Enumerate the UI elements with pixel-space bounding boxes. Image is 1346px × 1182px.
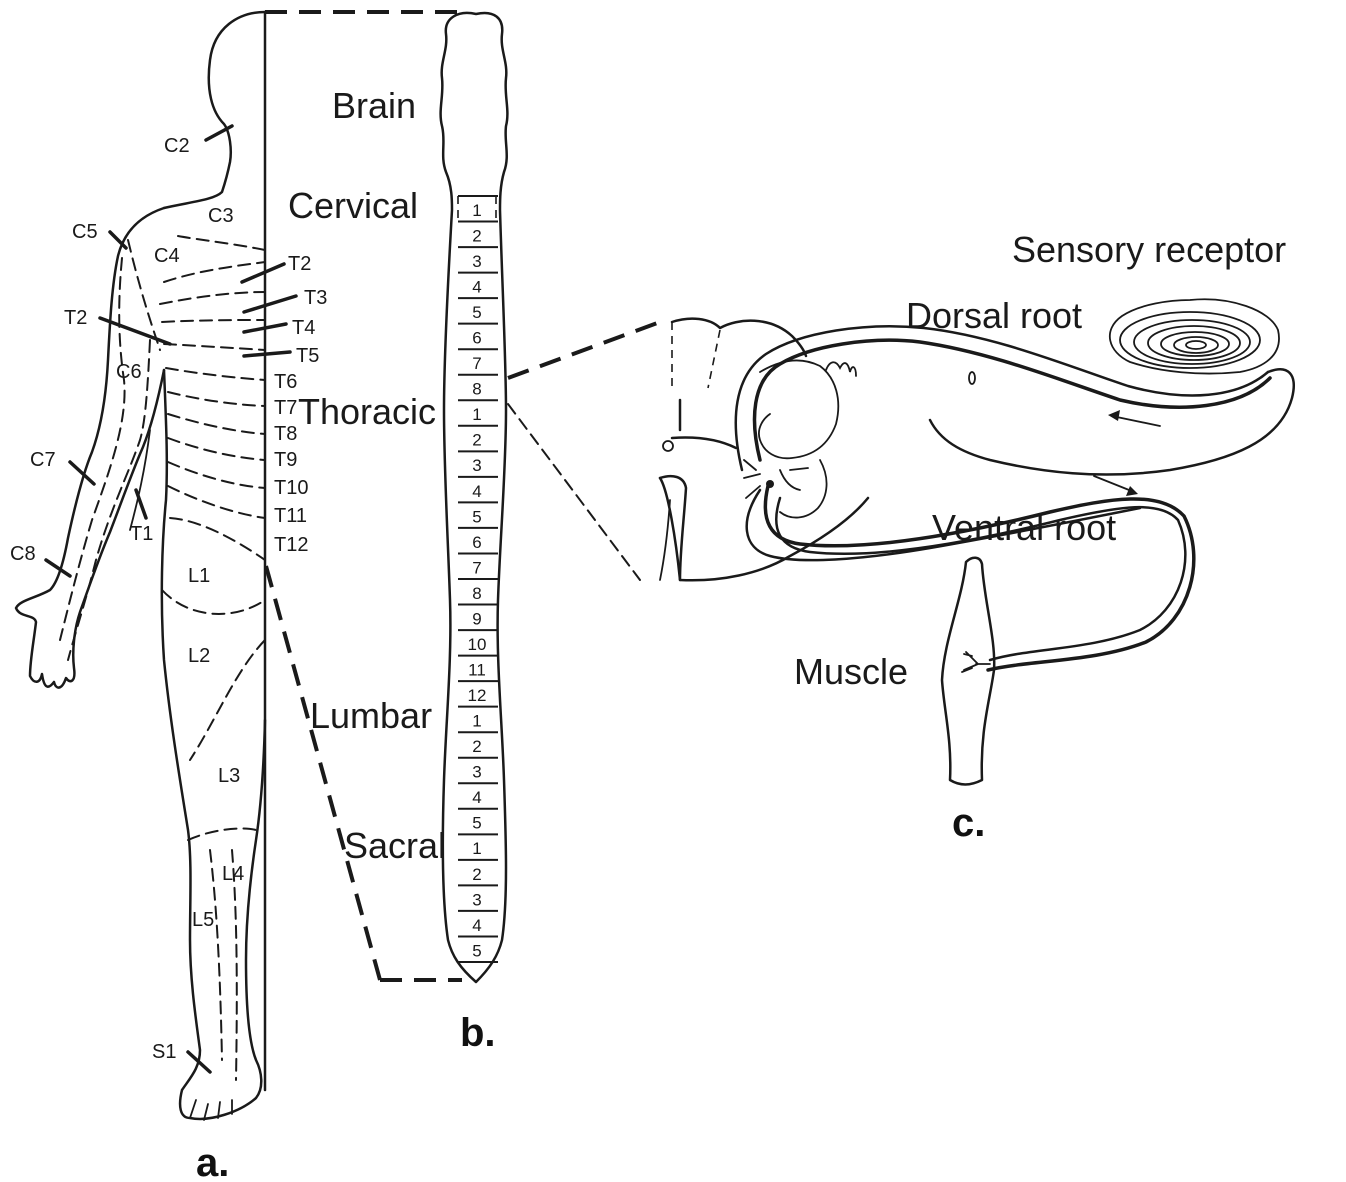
segment-number: 1 xyxy=(472,405,481,424)
label-l3: L3 xyxy=(218,765,240,787)
segment-number: 3 xyxy=(472,252,481,271)
segment-number: 4 xyxy=(472,788,481,807)
segment-number: 6 xyxy=(472,533,481,552)
region-sacral: Sacral xyxy=(344,825,446,866)
label-t9: T9 xyxy=(274,449,297,471)
label-t2: T2 xyxy=(288,253,311,275)
segment-number: 3 xyxy=(472,890,481,909)
label-l4: L4 xyxy=(222,863,244,885)
label-t8: T8 xyxy=(274,423,297,445)
segment-number: 2 xyxy=(472,431,481,450)
region-brain: Brain xyxy=(332,85,416,126)
segment-number: 5 xyxy=(472,941,481,960)
dorsal-root-fiber xyxy=(755,340,1270,460)
label-t10: T10 xyxy=(274,477,308,499)
label-t3: T3 xyxy=(304,287,327,309)
label-t7: T7 xyxy=(274,397,297,419)
segment-number: 2 xyxy=(472,226,481,245)
segment-number: 3 xyxy=(472,763,481,782)
label-t5: T5 xyxy=(296,345,319,367)
torso-leg-outline xyxy=(162,370,265,1119)
label-c6: C6 xyxy=(116,361,142,383)
reflex-arc-panel: Sensory receptor Dorsal root Ventral roo… xyxy=(508,229,1294,845)
label-c2: C2 xyxy=(164,135,190,157)
central-canal xyxy=(663,441,673,451)
dermatome-labels: C2 C3 C4 C5 C6 C7 C8 T1 T2 T2 T3 T4 T5 T… xyxy=(10,135,327,1063)
label-c7: C7 xyxy=(30,449,56,471)
segment-number: 1 xyxy=(472,712,481,731)
label-c4: C4 xyxy=(154,245,180,267)
dorsal-root-ganglion xyxy=(969,372,975,384)
segment-number: 10 xyxy=(468,635,487,654)
segment-number: 7 xyxy=(472,558,481,577)
sensory-nerve-loop xyxy=(930,369,1294,474)
interneuron-body xyxy=(766,480,774,488)
segment-number: 4 xyxy=(472,482,481,501)
segment-number: 2 xyxy=(472,737,481,756)
label-sensory-receptor: Sensory receptor xyxy=(1012,229,1286,270)
segment-number: 7 xyxy=(472,354,481,373)
segment-number: 5 xyxy=(472,814,481,833)
cord-cross-section xyxy=(660,319,868,581)
zoom-line-top xyxy=(508,322,660,378)
cord-cut-line xyxy=(660,500,670,580)
motor-end-plate xyxy=(962,652,990,672)
zoom-line-bottom xyxy=(508,404,640,580)
label-t6: T6 xyxy=(274,371,297,393)
label-l1: L1 xyxy=(188,565,210,587)
label-t11: T11 xyxy=(274,505,307,527)
label-t12: T12 xyxy=(274,534,308,556)
segment-number: 9 xyxy=(472,609,481,628)
label-c5: C5 xyxy=(72,221,98,243)
label-c8: C8 xyxy=(10,543,36,565)
label-t4: T4 xyxy=(292,317,315,339)
segment-number: 8 xyxy=(472,380,481,399)
region-lumbar: Lumbar xyxy=(310,695,432,736)
label-t2-arm: T2 xyxy=(64,307,87,329)
grey-matter xyxy=(759,360,838,517)
head-outline xyxy=(164,12,265,208)
sensory-receptor-icon xyxy=(1110,299,1279,373)
label-t1: T1 xyxy=(130,523,153,545)
label-c3: C3 xyxy=(208,205,234,227)
label-s1: S1 xyxy=(152,1041,176,1063)
cord-dorsal-sulcus xyxy=(672,322,720,390)
segment-number: 1 xyxy=(472,839,481,858)
signal-arrows xyxy=(1094,410,1160,496)
arm-outline xyxy=(16,208,164,688)
dermatome-boundaries xyxy=(60,236,265,1080)
label-dorsal-root: Dorsal root xyxy=(906,295,1082,336)
segment-number: 11 xyxy=(468,661,486,680)
segment-number: 6 xyxy=(472,329,481,348)
segment-number: 12 xyxy=(468,686,487,705)
segment-number: 8 xyxy=(472,584,481,603)
segment-number: 5 xyxy=(472,507,481,526)
arm-inner-line xyxy=(130,430,150,530)
panel-c-label: c. xyxy=(952,801,985,845)
segment-number: 4 xyxy=(472,278,481,297)
panel-a-label: a. xyxy=(196,1141,229,1182)
projection-diagonal xyxy=(266,566,380,980)
muscle-shape xyxy=(942,558,994,785)
segment-number: 2 xyxy=(472,865,481,884)
panel-b-label: b. xyxy=(460,1011,496,1055)
segment-number: 4 xyxy=(472,916,481,935)
label-ventral-root: Ventral root xyxy=(932,507,1116,548)
interneuron-branches xyxy=(744,460,808,498)
region-cervical: Cervical xyxy=(288,185,418,226)
segment-number: 1 xyxy=(472,201,481,220)
segment-number: 5 xyxy=(472,303,481,322)
label-l5: L5 xyxy=(192,909,214,931)
region-thoracic: Thoracic xyxy=(298,391,436,432)
segment-number: 3 xyxy=(472,456,481,475)
body-figure: C2 C3 C4 C5 C6 C7 C8 T1 T2 T2 T3 T4 T5 T… xyxy=(10,12,327,1182)
label-muscle: Muscle xyxy=(794,651,908,692)
label-l2: L2 xyxy=(188,645,210,667)
synapse-curls xyxy=(826,362,856,376)
